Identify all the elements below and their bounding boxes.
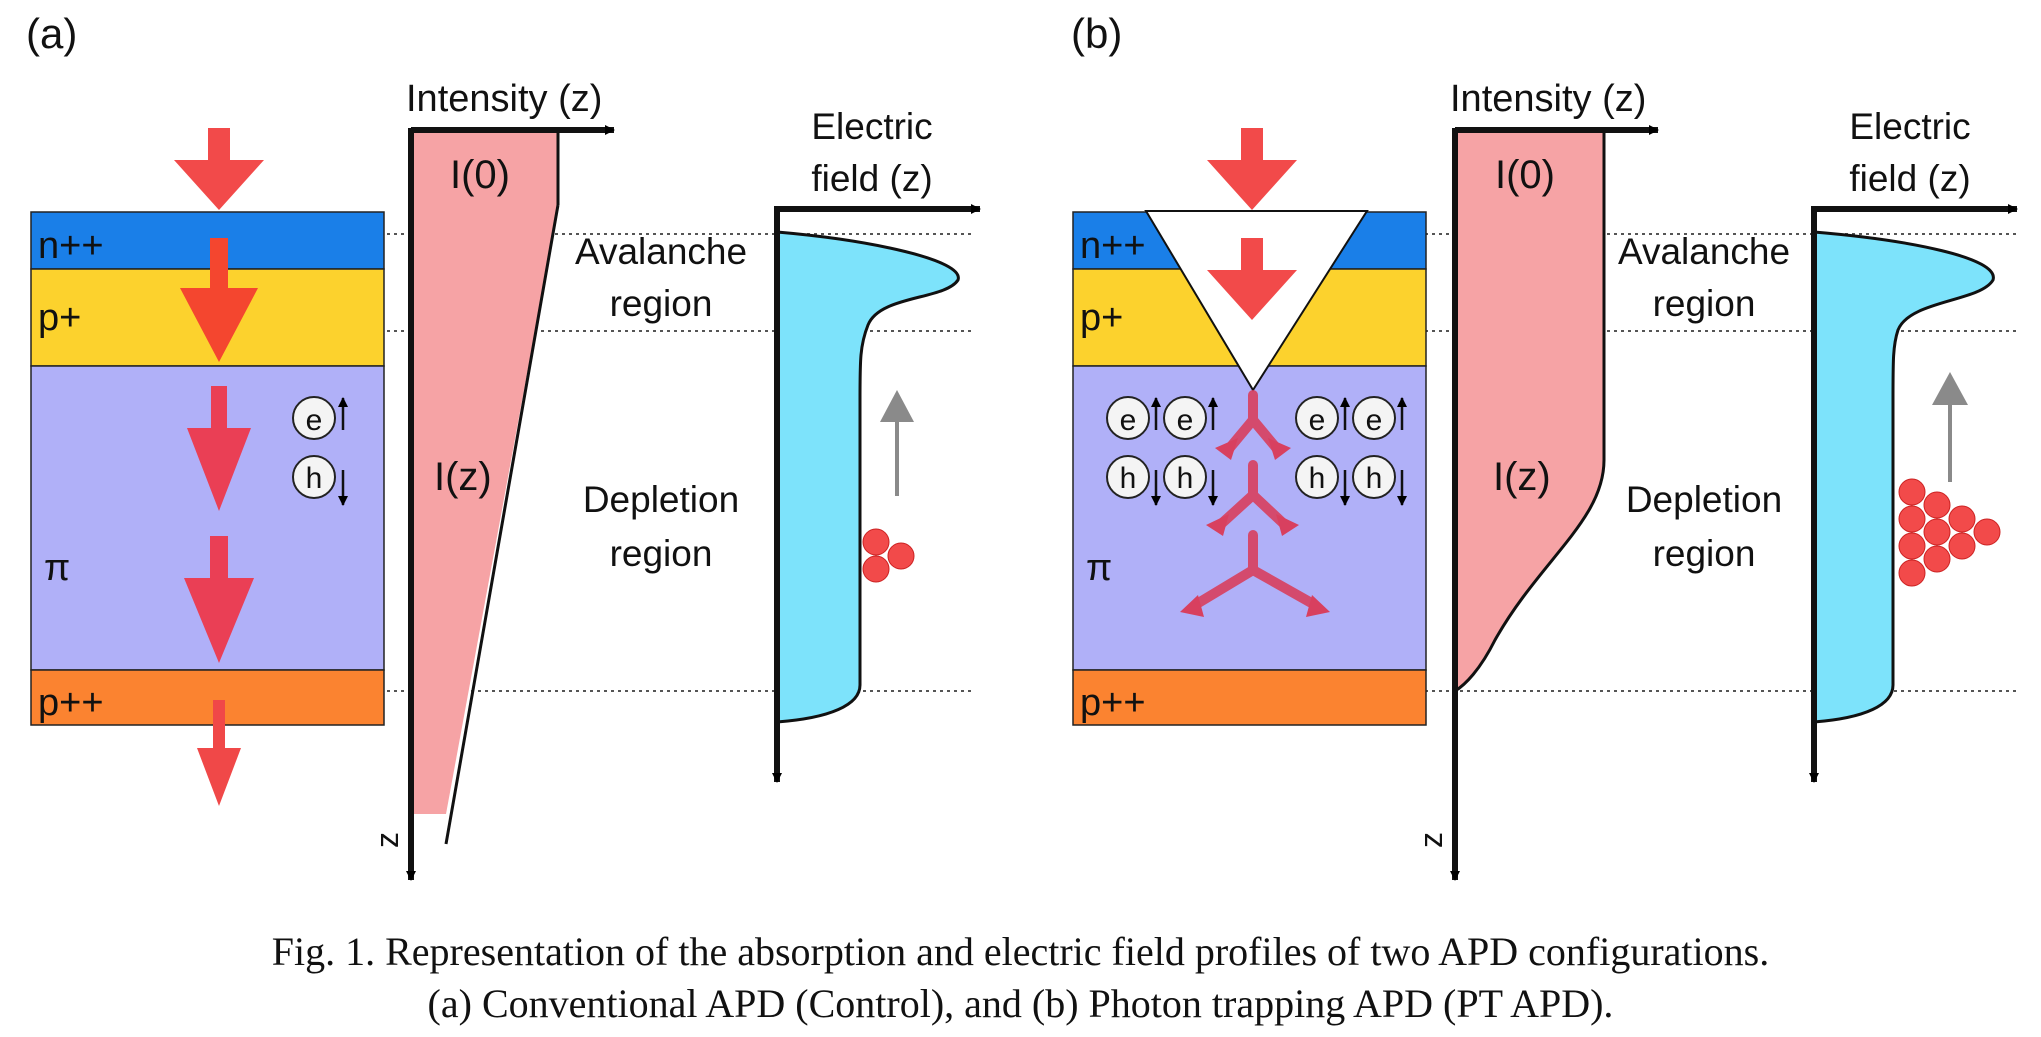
hole-label: h	[1366, 462, 1383, 495]
incident-light-arrow-b	[1207, 128, 1297, 210]
electron-label: e	[1366, 404, 1383, 437]
avalanche-label-b: Avalanche	[1618, 231, 1790, 272]
avalanche-label-b-2: region	[1653, 283, 1756, 324]
depletion-label: Depletion	[583, 479, 739, 520]
field-axis-label: Electric	[811, 106, 932, 147]
hole: h	[1106, 455, 1150, 499]
transmitted-light-arrow	[197, 700, 241, 806]
depletion-label-b: Depletion	[1626, 479, 1782, 520]
hole-label: h	[1120, 462, 1137, 495]
electron: e	[1352, 396, 1396, 440]
avalanche-particles-a	[862, 528, 915, 583]
p-bottom-layer-b	[1072, 669, 1427, 726]
z-axis-label-b: z	[1413, 832, 1449, 848]
intensity-profile-a	[406, 125, 615, 881]
iz-label-b: I(z)	[1493, 455, 1551, 499]
carrier-direction-arrows	[1151, 397, 1407, 506]
field-fill	[775, 230, 960, 724]
hole-label: h	[1309, 462, 1326, 495]
panel-a: (a) n++ p+ π p++ e	[26, 10, 981, 881]
iz-label: I(z)	[434, 455, 492, 499]
electric-field-profile-b	[1809, 204, 2018, 783]
avalanche-direction-arrowhead	[880, 390, 914, 422]
pi-layer-label-b: π	[1086, 547, 1112, 589]
absorbed-light-arrow-2	[187, 386, 251, 511]
figure-caption-line-1: Fig. 1. Representation of the absorption…	[271, 929, 1770, 974]
panel-b-label: (b)	[1071, 10, 1122, 57]
intensity-profile-b	[1450, 125, 1659, 881]
field-axis-label-b: Electric	[1849, 106, 1970, 147]
n-layer-label-b: n++	[1080, 225, 1146, 267]
electron-label: e	[1120, 404, 1137, 437]
intensity-fill	[411, 128, 558, 814]
electron-label: e	[1177, 404, 1194, 437]
incident-light-arrow	[174, 128, 264, 210]
z-axis-label: z	[369, 832, 405, 848]
intensity-fill-b	[1455, 128, 1604, 691]
p-bottom-layer-label-b: p++	[1080, 682, 1146, 724]
absorbed-light-arrow-3	[184, 536, 254, 663]
hole: h	[1295, 455, 1339, 499]
absorbed-light-arrow	[180, 238, 258, 362]
panel-b: (b) n++ p+ π p++	[1071, 10, 2018, 881]
electron-label: e	[1309, 404, 1326, 437]
trapped-light-arrow-b	[1207, 238, 1297, 320]
hole-label: h	[306, 462, 323, 495]
scattered-light-arrowheads	[1180, 438, 1330, 617]
p-bottom-layer-label: p++	[38, 682, 104, 724]
light-arrows-a	[174, 128, 264, 806]
intensity-curve-b	[1454, 128, 1606, 693]
carrier-pairs-b: e e e e h h h	[1106, 396, 1407, 506]
depletion-label-2: region	[610, 533, 713, 574]
hole: h	[292, 455, 348, 506]
i0-label: I(0)	[450, 153, 510, 197]
p-layer-label-b: p+	[1080, 297, 1123, 339]
light-arrows-b	[1207, 128, 1297, 320]
electron: e	[292, 396, 348, 440]
panel-a-label: (a)	[26, 10, 77, 57]
electron: e	[1106, 396, 1150, 440]
p-bottom-layer	[30, 669, 385, 726]
n-layer-label: n++	[38, 225, 104, 267]
electron-label: e	[306, 404, 323, 437]
field-fill-b	[1812, 230, 1995, 724]
hole: h	[1163, 455, 1207, 499]
avalanche-label-2: region	[610, 283, 713, 324]
figure-caption-line-2: (a) Conventional APD (Control), and (b) …	[427, 981, 1614, 1026]
intensity-axis-label: Intensity (z)	[406, 78, 602, 120]
hole: h	[1352, 455, 1396, 499]
avalanche-particles-b	[1898, 478, 2001, 587]
hole-label: h	[1177, 462, 1194, 495]
avalanche-label: Avalanche	[575, 231, 747, 272]
field-axis-label-b-2: field (z)	[1849, 158, 1970, 199]
pi-layer-label: π	[44, 547, 70, 589]
depletion-label-b-2: region	[1653, 533, 1756, 574]
intensity-curve	[444, 204, 560, 845]
intensity-axis-label-b: Intensity (z)	[1450, 78, 1646, 120]
field-axis-label-2: field (z)	[811, 158, 932, 199]
avalanche-direction-arrowhead-b	[1932, 372, 1968, 405]
i0-label-b: I(0)	[1495, 153, 1555, 197]
electric-field-profile-a	[772, 204, 981, 783]
electron: e	[1295, 396, 1339, 440]
carrier-pair-a: e h	[292, 396, 348, 506]
electron: e	[1163, 396, 1207, 440]
p-layer-label: p+	[38, 297, 81, 339]
